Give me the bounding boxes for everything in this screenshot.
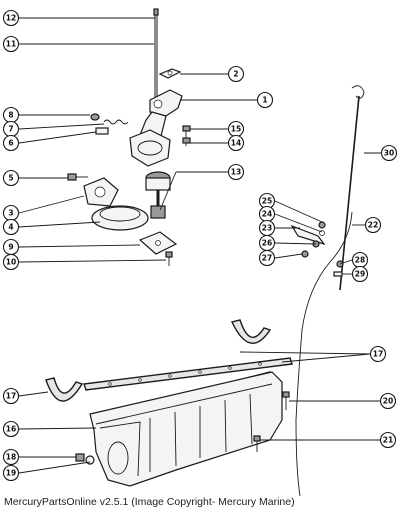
callout-29: 29 xyxy=(351,265,369,283)
copyright-caption: MercuryPartsOnline v2.5.1 (Image Copyrig… xyxy=(4,496,295,508)
callout-4: 4 xyxy=(2,218,20,236)
svg-text:15: 15 xyxy=(231,125,241,134)
svg-text:11: 11 xyxy=(6,40,16,49)
rear-seal-upper xyxy=(231,319,272,344)
svg-text:10: 10 xyxy=(6,258,16,267)
svg-text:30: 30 xyxy=(384,149,394,158)
pan-gasket-strip xyxy=(83,357,293,391)
pan-bolt-upper xyxy=(282,391,290,410)
svg-text:22: 22 xyxy=(368,221,378,230)
svg-text:8: 8 xyxy=(8,111,13,120)
relief-valve-parts xyxy=(90,113,129,135)
svg-text:5: 5 xyxy=(8,174,13,183)
svg-text:21: 21 xyxy=(383,436,393,445)
callout-20: 20 xyxy=(379,392,397,410)
callout-24: 24 xyxy=(258,205,276,223)
svg-text:28: 28 xyxy=(355,256,365,265)
callout-19: 19 xyxy=(2,464,20,482)
callout-30: 30 xyxy=(380,144,398,162)
pickup-tube xyxy=(153,8,159,100)
callout-10: 10 xyxy=(2,253,20,271)
callout-13: 13 xyxy=(227,163,245,181)
cover-screw xyxy=(67,173,88,181)
oil-pump-body xyxy=(129,89,183,167)
tube-gasket xyxy=(158,68,182,79)
svg-text:3: 3 xyxy=(8,209,13,218)
dipstick xyxy=(339,85,365,291)
dipstick-bracket xyxy=(290,221,326,258)
svg-text:6: 6 xyxy=(8,139,13,148)
callout-12: 12 xyxy=(2,9,20,27)
front-seal-left xyxy=(45,377,84,402)
svg-text:16: 16 xyxy=(6,425,16,434)
dipstick-tube xyxy=(295,211,353,497)
callout-14: 14 xyxy=(227,134,245,152)
callout-1: 1 xyxy=(256,91,274,109)
leader-lines xyxy=(18,17,381,474)
callout-28: 28 xyxy=(351,251,369,269)
callout-21: 21 xyxy=(379,431,397,449)
callout-6: 6 xyxy=(2,134,20,152)
callout-15: 15 xyxy=(227,120,245,138)
svg-text:17: 17 xyxy=(6,392,16,401)
callout-5: 5 xyxy=(2,169,20,187)
pickup-screen xyxy=(91,205,149,231)
svg-text:14: 14 xyxy=(231,139,241,148)
pump-plate xyxy=(138,231,178,255)
callout-22: 22 xyxy=(364,216,382,234)
callout-16: 16 xyxy=(2,420,20,438)
svg-text:18: 18 xyxy=(6,453,16,462)
svg-text:20: 20 xyxy=(383,397,393,406)
svg-text:9: 9 xyxy=(8,243,13,252)
callout-2: 2 xyxy=(227,65,245,83)
svg-text:7: 7 xyxy=(8,125,13,134)
pan-bolt-lower xyxy=(253,435,261,452)
oil-pan xyxy=(89,371,283,487)
callout-17-left: 17 xyxy=(2,387,20,405)
svg-text:23: 23 xyxy=(262,224,272,233)
callout-7: 7 xyxy=(2,120,20,138)
svg-text:2: 2 xyxy=(233,70,238,79)
callout-9: 9 xyxy=(2,238,20,256)
svg-text:25: 25 xyxy=(262,197,272,206)
callout-17-right: 17 xyxy=(369,345,387,363)
callout-27: 27 xyxy=(258,249,276,267)
svg-text:1: 1 xyxy=(262,96,267,105)
callout-8: 8 xyxy=(2,106,20,124)
drive-gear xyxy=(145,171,171,219)
svg-text:26: 26 xyxy=(262,239,272,248)
callout-11: 11 xyxy=(2,35,20,53)
tube-clip xyxy=(333,260,344,277)
callout-23: 23 xyxy=(258,219,276,237)
svg-text:27: 27 xyxy=(262,254,272,263)
svg-text:13: 13 xyxy=(231,168,241,177)
callout-18: 18 xyxy=(2,448,20,466)
svg-text:19: 19 xyxy=(6,469,16,478)
svg-text:12: 12 xyxy=(6,14,16,23)
svg-text:29: 29 xyxy=(355,270,365,279)
plate-screw xyxy=(165,251,173,266)
pump-bolts xyxy=(182,125,191,146)
callout-26: 26 xyxy=(258,234,276,252)
svg-text:24: 24 xyxy=(262,210,272,219)
svg-text:4: 4 xyxy=(8,223,13,232)
callout-3: 3 xyxy=(2,204,20,222)
pump-cover xyxy=(83,177,119,207)
svg-text:17: 17 xyxy=(373,350,383,359)
